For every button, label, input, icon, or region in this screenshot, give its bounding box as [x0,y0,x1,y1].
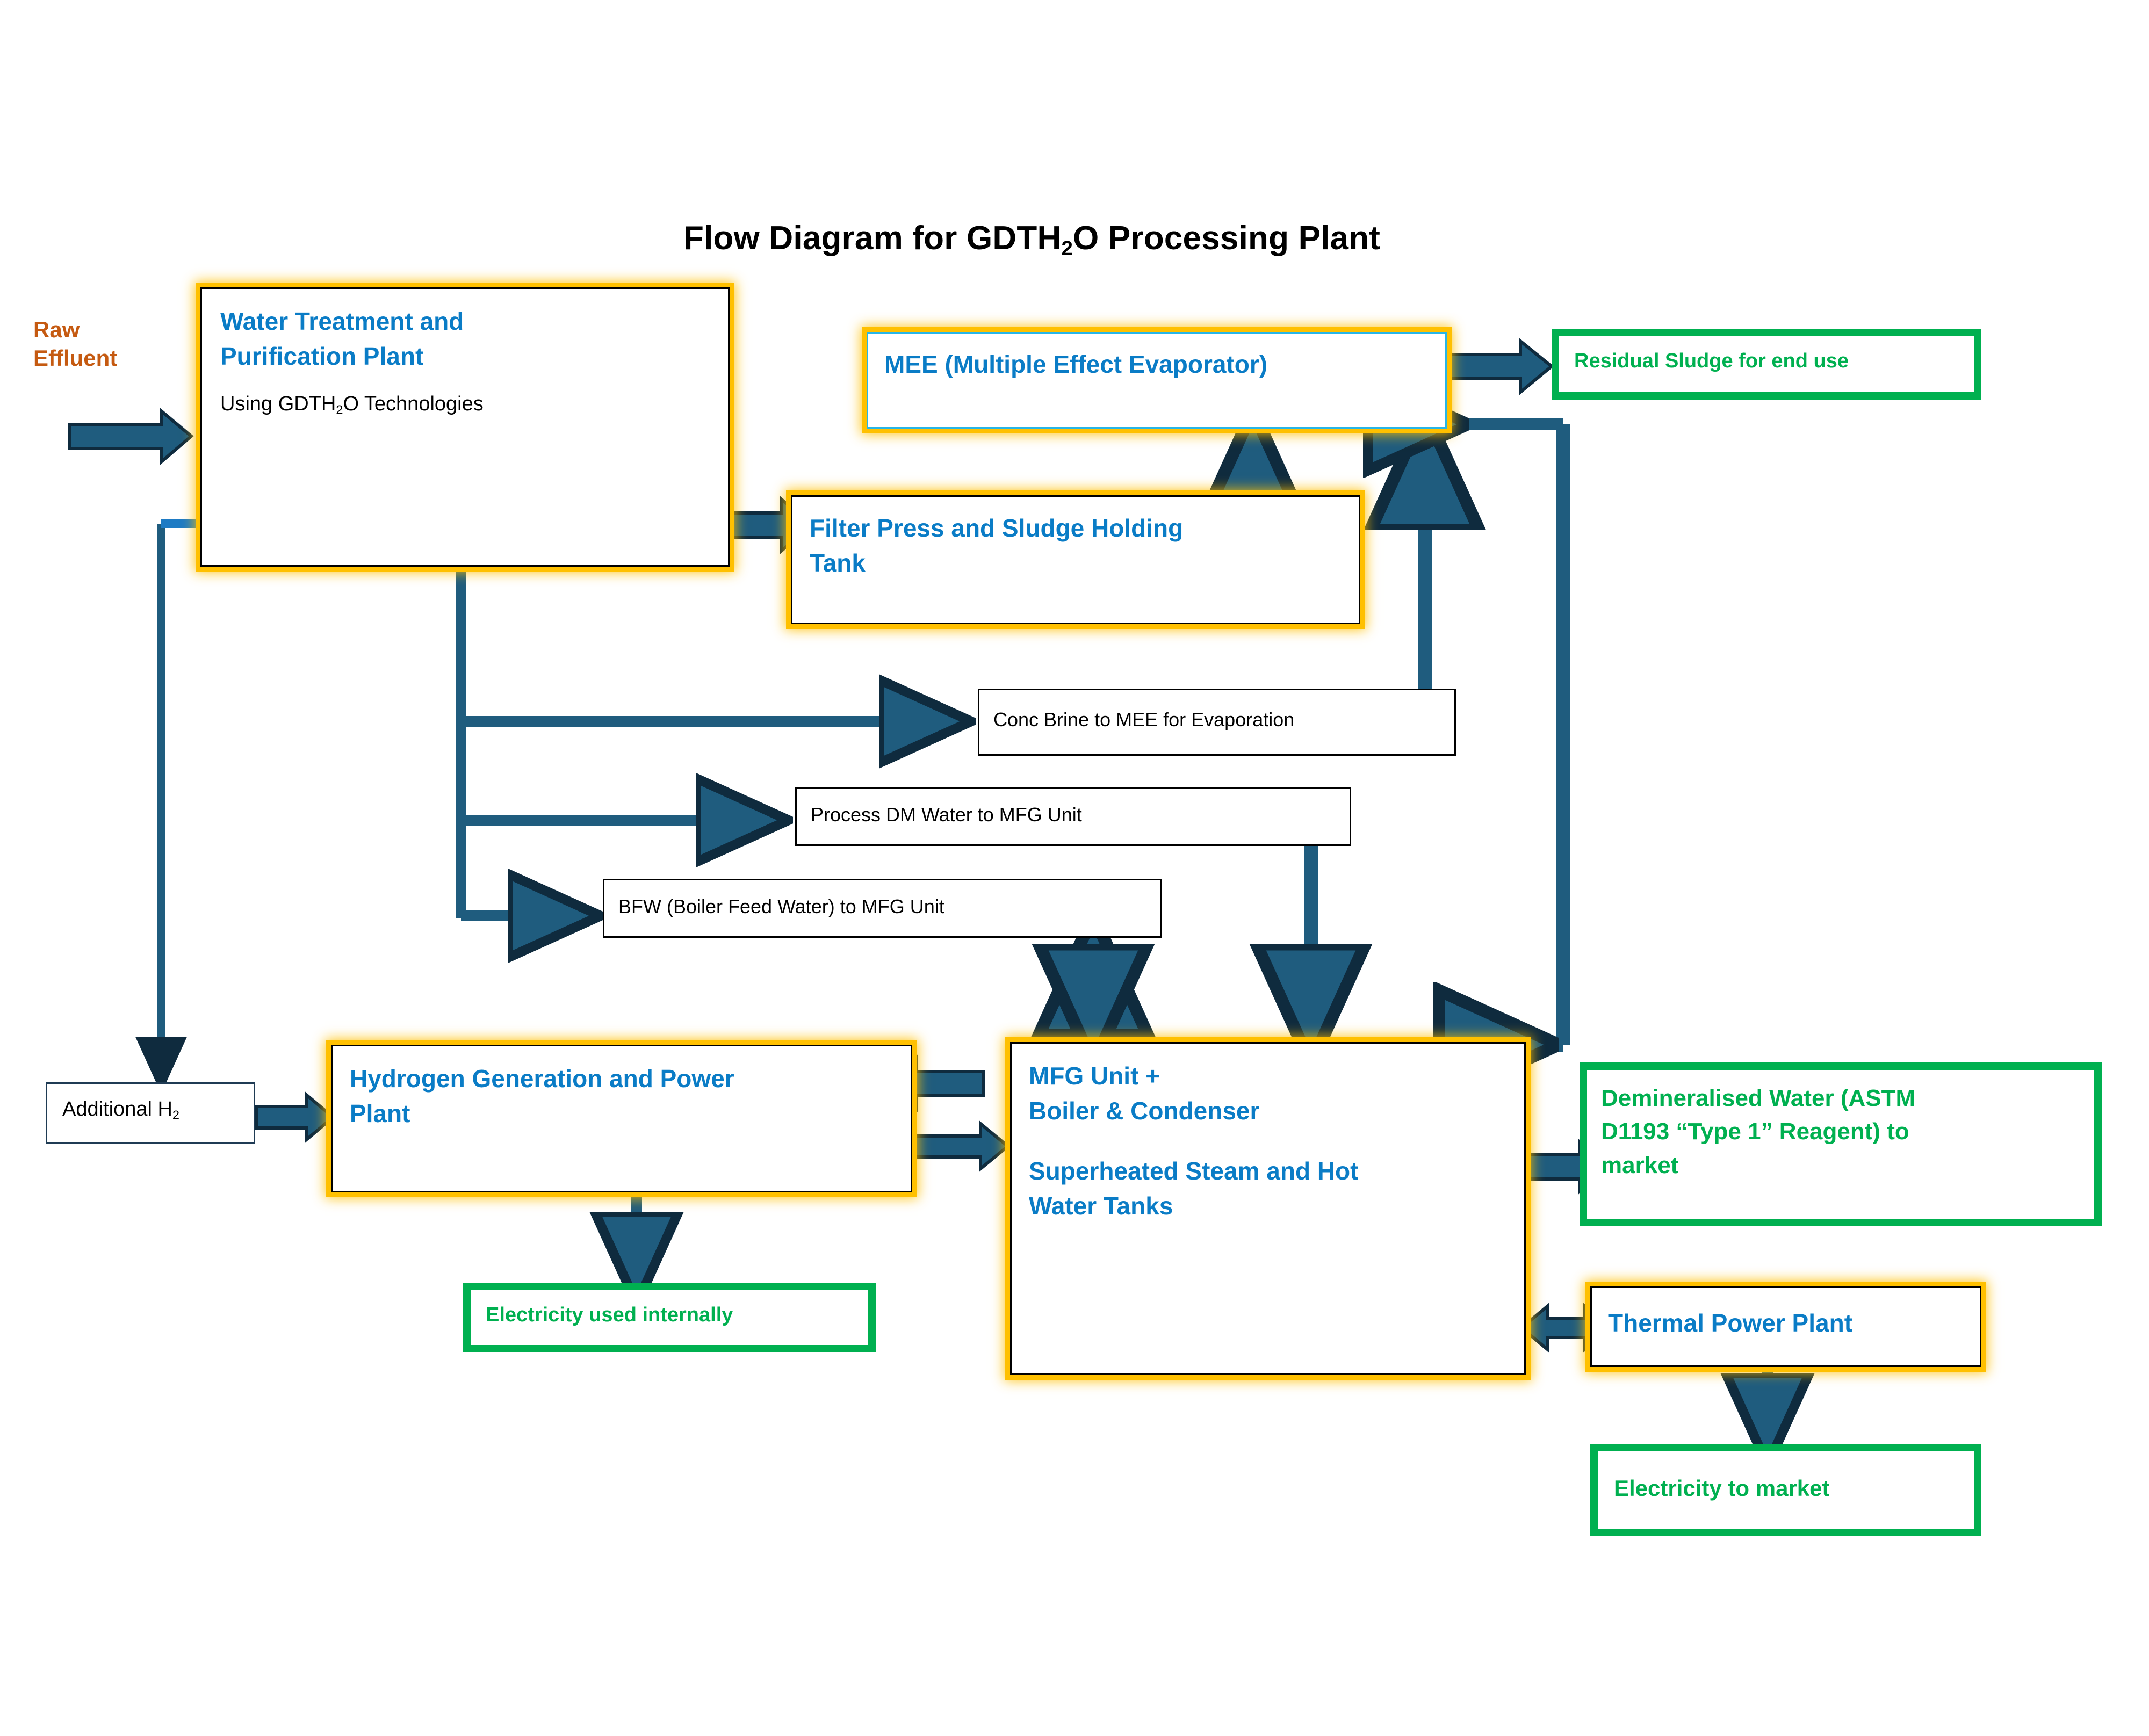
raw-effluent-line1: Raw [33,317,80,342]
node-mee[interactable]: MEE (Multiple Effect Evaporator) [867,332,1447,429]
page-title: Flow Diagram for GDTH2O Processing Plant [683,219,1380,261]
filter-press-line1: Filter Press and Sludge Holding [810,514,1184,542]
electricity-internal-label: Electricity used internally [486,1304,733,1326]
raw-effluent-line2: Effluent [33,345,118,371]
arrow-mee-sludge [1449,337,1554,396]
node-conc-brine[interactable]: Conc Brine to MEE for Evaporation [978,689,1456,756]
raw-effluent-label: Raw Effluent [33,316,117,372]
node-thermal-power-plant[interactable]: Thermal Power Plant [1590,1286,1981,1367]
mfg-unit-line3: Superheated Steam and Hot [1029,1156,1359,1185]
node-additional-h2[interactable]: Additional H2 [46,1082,255,1144]
thermal-power-plant-label: Thermal Power Plant [1608,1309,1853,1337]
electricity-market-label: Electricity to market [1614,1475,1830,1501]
node-water-treatment-plant[interactable]: Water Treatment and Purification Plant U… [200,287,730,567]
water-treatment-body: Using GDTH2O Technologies [220,393,710,417]
water-treatment-body-prefix: Using GDTH [220,392,336,415]
water-treatment-body-suffix: O Technologies [343,392,484,415]
node-bfw[interactable]: BFW (Boiler Feed Water) to MFG Unit [603,879,1162,938]
water-treatment-heading-line2: Purification Plant [220,342,424,371]
node-residual-sludge[interactable]: Residual Sludge for end use [1552,329,1981,400]
bfw-label: BFW (Boiler Feed Water) to MFG Unit [618,895,944,917]
arrow-h2-hydrogenplant [255,1091,336,1144]
node-hydrogen-plant[interactable]: Hydrogen Generation and Power Plant [331,1045,912,1192]
water-treatment-body-subscript: 2 [336,402,343,417]
node-filter-press[interactable]: Filter Press and Sludge Holding Tank [791,495,1360,624]
additional-h2-subscript: 2 [172,1108,180,1122]
title-subscript: 2 [1061,236,1073,260]
filter-press-line2: Tank [810,549,866,577]
mfg-unit-line4: Water Tanks [1029,1191,1173,1220]
mee-label: MEE (Multiple Effect Evaporator) [884,350,1268,378]
node-electricity-market[interactable]: Electricity to market [1590,1444,1981,1536]
node-electricity-internal[interactable]: Electricity used internally [463,1283,876,1352]
mfg-unit-line2: Boiler & Condenser [1029,1097,1260,1125]
node-mfg-unit[interactable]: MFG Unit + Boiler & Condenser Superheate… [1010,1042,1526,1375]
hydrogen-plant-line2: Plant [350,1100,410,1128]
arrow-raw-effluent [68,407,194,466]
node-process-dm-water[interactable]: Process DM Water to MFG Unit [795,787,1351,846]
title-suffix: O Processing Plant [1073,220,1381,257]
water-treatment-heading-line1: Water Treatment and [220,307,464,335]
process-dm-water-label: Process DM Water to MFG Unit [811,804,1082,826]
demineralised-water-line3: market [1601,1152,1679,1178]
residual-sludge-label: Residual Sludge for end use [1574,350,1849,372]
mfg-unit-line1: MFG Unit + [1029,1062,1160,1090]
hydrogen-plant-line1: Hydrogen Generation and Power [350,1065,734,1093]
demineralised-water-line1: Demineralised Water (ASTM [1601,1085,1916,1111]
additional-h2-label: Additional H2 [62,1098,239,1123]
demineralised-water-line2: D1193 “Type 1” Reagent) to [1601,1118,1909,1145]
additional-h2-prefix: Additional H [62,1098,172,1120]
title-prefix: Flow Diagram for GDTH [683,220,1062,257]
node-demineralised-water[interactable]: Demineralised Water (ASTM D1193 “Type 1”… [1580,1062,2102,1226]
conc-brine-label: Conc Brine to MEE for Evaporation [993,708,1295,730]
